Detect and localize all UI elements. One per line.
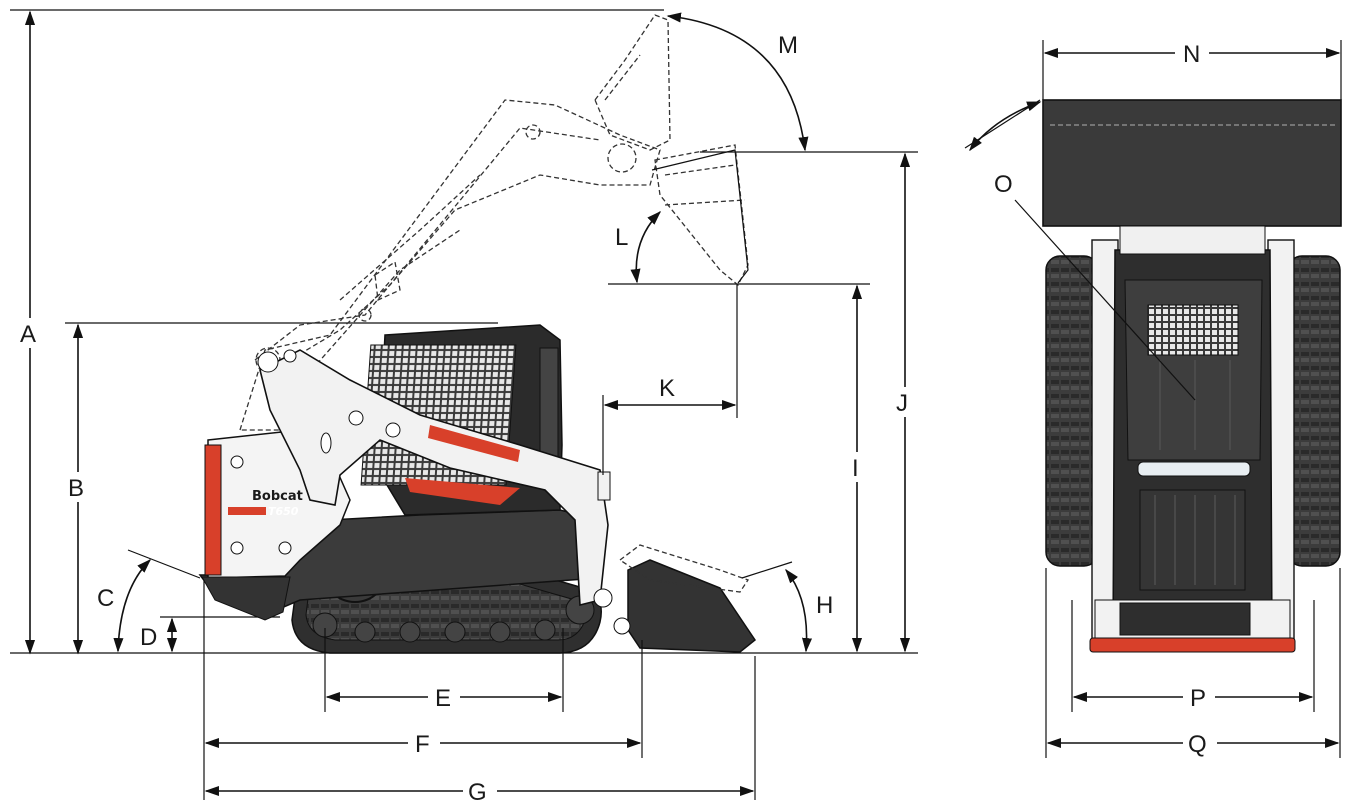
bucket-front [1042,99,1342,227]
side-view: Bobcat T650 [10,9,918,805]
dim-label-q: Q [1188,731,1207,758]
dim-label-o: O [994,171,1013,198]
right-track [1287,255,1341,567]
rear-bumper [1089,637,1296,653]
left-track [1045,255,1099,567]
dim-label-p: P [1190,685,1206,712]
lift-arm [257,349,613,608]
dim-label-c: C [97,585,114,612]
dim-label-h: H [816,592,833,619]
dim-label-g: G [468,779,487,805]
dim-arc-l [630,210,662,284]
model-decal: T650 [268,505,299,518]
dim-label-n: N [1183,41,1200,68]
dim-label-b: B [68,475,84,502]
raised-lift-arm [239,99,661,431]
dim-arc-c [113,558,152,653]
dim-label-i: I [852,455,859,482]
dim-arc-h [785,568,813,653]
rear-taillight [204,444,222,576]
dim-arc-m [666,12,809,152]
dim-label-l: L [615,224,628,251]
dim-label-a: A [20,321,36,348]
front-view: N O P Q [964,38,1342,758]
dim-label-e: E [435,685,451,712]
dim-label-k: K [659,375,675,402]
dim-label-m: M [778,32,798,59]
dim-arc-o [969,101,1042,152]
brand-logo: Bobcat [252,489,303,504]
dim-label-f: F [415,731,430,758]
rear-window-grille [1147,304,1239,356]
dim-label-d: D [140,624,157,651]
dim-label-j: J [896,390,908,417]
bucket-lowered [613,544,757,653]
